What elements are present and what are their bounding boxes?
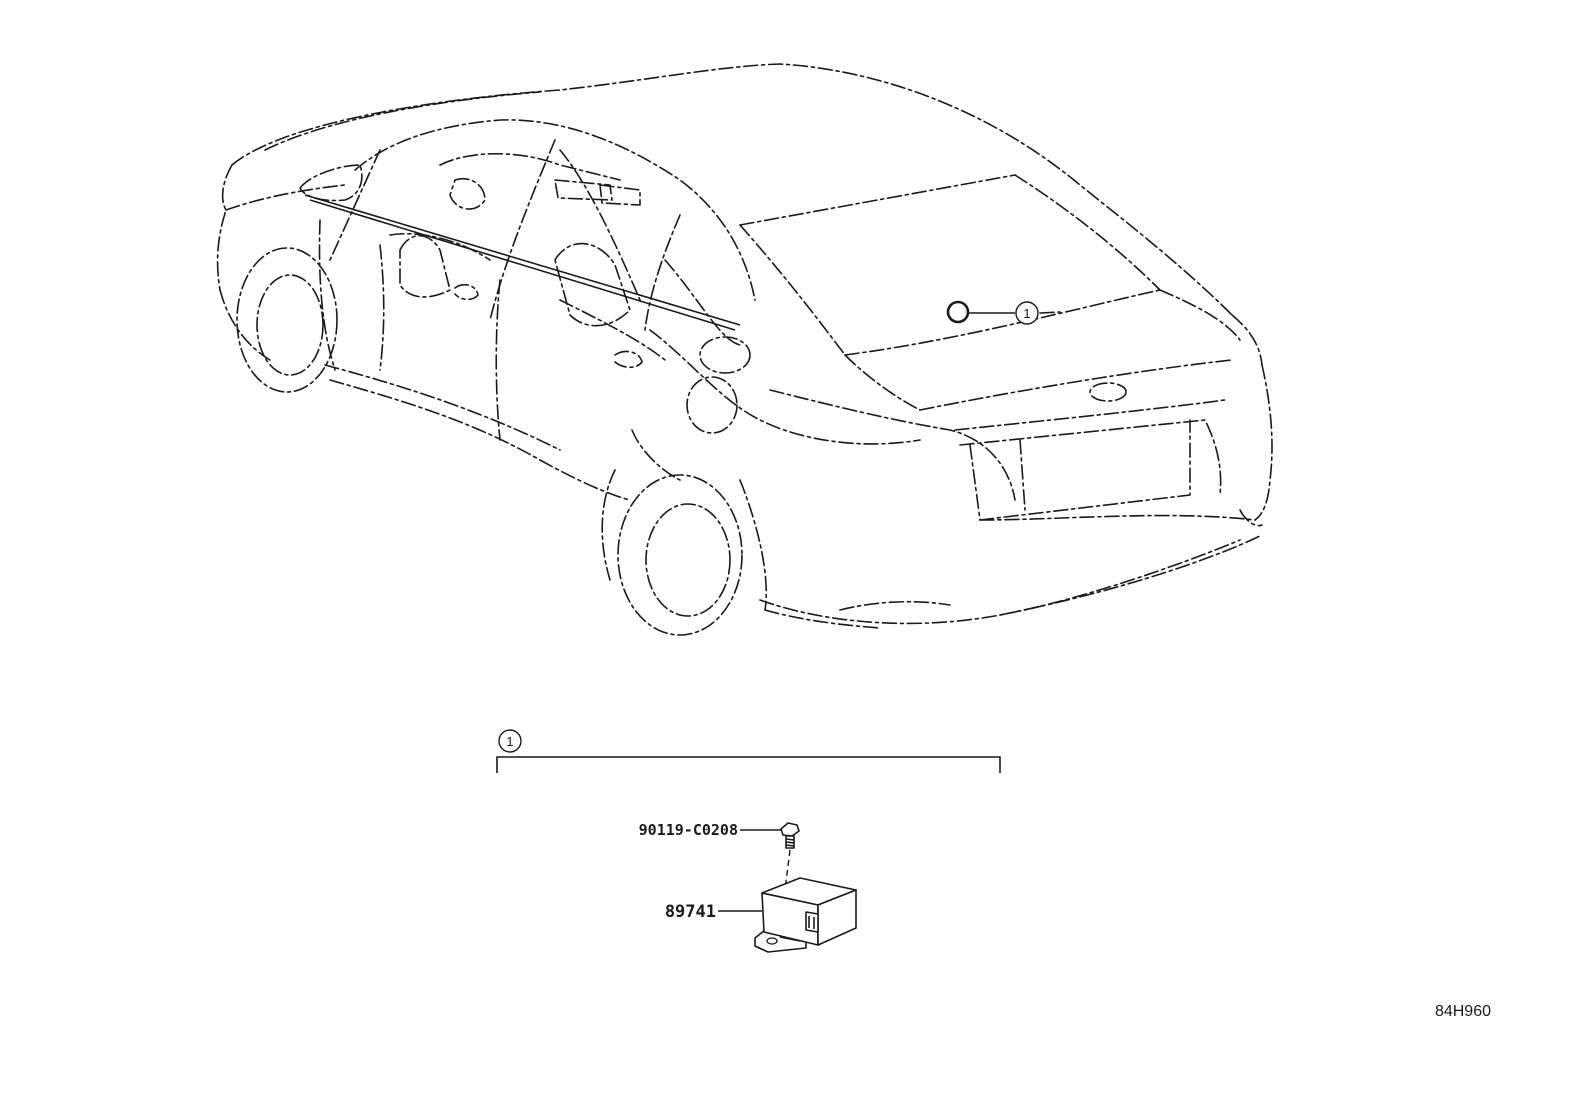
diagram-reference: 84H960 — [1435, 1003, 1491, 1020]
group-bracket — [496, 756, 1001, 773]
group-callout: 1 — [498, 729, 522, 753]
car-illustration — [216, 63, 1273, 636]
callout-number: 1 — [1023, 306, 1030, 321]
part-number-module: 89741 — [665, 902, 716, 922]
bolt-icon — [780, 822, 800, 849]
module-icon — [754, 877, 857, 953]
mounting-axis — [777, 849, 791, 946]
location-marker-icon — [946, 300, 970, 324]
callout-marker: 1 — [1015, 301, 1039, 325]
group-number: 1 — [506, 734, 513, 749]
part-number-bolt: 90119-C0208 — [639, 821, 738, 839]
